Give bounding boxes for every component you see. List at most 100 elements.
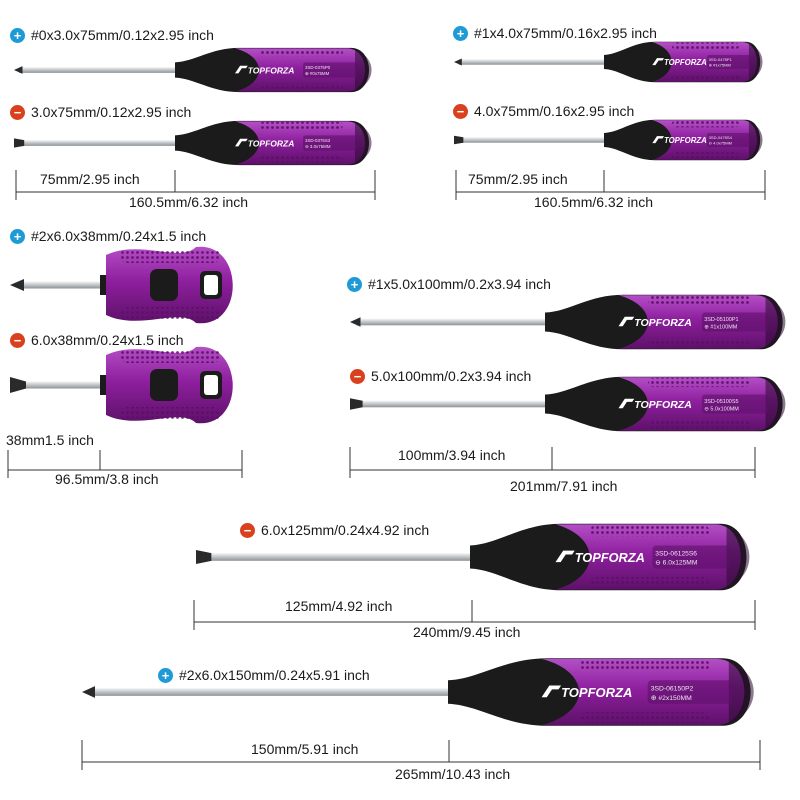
handle-purple-body <box>555 524 741 590</box>
dim-shaft-g3: 38mm1.5 inch <box>6 432 94 448</box>
model-marking: 3SD-0475P1⊕ #1x75MM <box>707 54 751 70</box>
item-label-ph1-100: + #1x5.0x100mm/0.2x3.94 inch <box>347 276 551 292</box>
dim-shaft-g1: 75mm/2.95 inch <box>40 171 140 187</box>
slotted-tip <box>454 135 464 145</box>
phillips-screwdriver: TOPFORZA 3SD-0375P0⊕ #0x75MM <box>14 47 372 93</box>
handle-purple-body <box>652 42 757 82</box>
dim-total-g6: 265mm/10.43 inch <box>395 766 511 782</box>
dimension-line-group-3 <box>7 450 243 478</box>
spec-text: 6.0x38mm/0.24x1.5 inch <box>31 332 184 348</box>
phillips-tip <box>14 66 23 74</box>
brand-logo: TOPFORZA <box>235 65 294 75</box>
brand-logo: TOPFORZA <box>652 58 707 67</box>
handle-end-cap <box>748 43 763 81</box>
brand-logo: TOPFORZA <box>652 136 707 145</box>
item-label-sl5-100: − 5.0x100mm/0.2x3.94 inch <box>350 368 531 384</box>
marking-plate <box>707 132 751 148</box>
handle-end-cap <box>726 527 750 587</box>
grip-texture <box>671 42 740 50</box>
item-label-ph0-75: + #0x3.0x75mm/0.12x2.95 inch <box>10 27 214 43</box>
spec-text: #0x3.0x75mm/0.12x2.95 inch <box>31 27 214 43</box>
handle-end-cap <box>728 661 754 723</box>
marking-plate <box>707 54 751 70</box>
handle-end-cap <box>765 379 786 429</box>
handle-window <box>150 369 178 401</box>
grip-texture <box>120 249 220 263</box>
spec-text: 4.0x75mm/0.16x2.95 inch <box>474 103 635 119</box>
brand-wordmark: TOPFORZA <box>634 399 692 411</box>
grip-texture <box>589 525 710 537</box>
size-marking: ⊖ 4.0x75MM <box>709 141 733 146</box>
brand-mark-icon <box>618 398 635 409</box>
grip-texture <box>259 48 343 57</box>
grip-texture <box>120 407 220 421</box>
marking-plate <box>652 545 730 569</box>
slotted-tip <box>350 398 363 410</box>
slotted-badge-icon: − <box>240 522 255 538</box>
stubby-phillips-screwdriver <box>10 246 233 324</box>
handle-purple-body <box>618 295 778 349</box>
size-marking: ⊕ #1x75MM <box>709 63 732 68</box>
brand-wordmark: TOPFORZA <box>575 550 645 565</box>
grip-texture <box>671 74 740 82</box>
marking-plate <box>647 680 732 704</box>
item-label-ph1-75: + #1x4.0x75mm/0.16x2.95 inch <box>453 25 657 41</box>
model-marking: 3SD-05100P1⊕ #1x100MM <box>701 312 768 332</box>
brand-wordmark: TOPFORZA <box>664 136 707 145</box>
spec-text: #2x6.0x150mm/0.24x5.91 inch <box>179 667 370 683</box>
brand-wordmark: TOPFORZA <box>248 65 295 75</box>
model-marking: 3SD-0375P0⊕ #0x75MM <box>303 62 357 78</box>
slotted-tip <box>14 138 25 148</box>
slotted-badge-icon: − <box>453 103 468 119</box>
brand-wordmark: TOPFORZA <box>664 58 707 67</box>
model-code: 3SD-05100S5 <box>704 399 738 405</box>
size-marking: ⊖ 6.0x125MM <box>655 560 697 567</box>
brand-mark-icon <box>618 316 635 327</box>
handle-end-cap <box>355 123 372 163</box>
slotted-badge-icon: − <box>10 104 25 120</box>
phillips-badge-icon: + <box>453 25 468 41</box>
shaft <box>18 381 108 389</box>
shaft <box>458 137 609 143</box>
spec-text: #2x6.0x38mm/0.24x1.5 inch <box>31 228 207 244</box>
brand-mark-icon <box>235 138 248 147</box>
handle-window-inner <box>204 275 218 295</box>
handle-purple-body <box>235 121 365 165</box>
grip-texture <box>647 338 751 348</box>
handle-purple-body <box>652 120 757 160</box>
item-label-sl3-75: − 3.0x75mm/0.12x2.95 inch <box>10 104 191 120</box>
size-marking: ⊕ #1x100MM <box>704 324 738 330</box>
marking-plate <box>303 135 357 151</box>
handle-end-cap <box>355 50 372 90</box>
grip-texture <box>647 295 751 306</box>
slotted-badge-icon: − <box>10 332 25 348</box>
slotted-tip <box>10 377 26 393</box>
phillips-badge-icon: + <box>10 228 25 244</box>
model-code: 3SD-0375S3 <box>305 138 331 143</box>
dimension-line-group-1 <box>15 170 376 200</box>
dim-total-g1: 160.5mm/6.32 inch <box>129 194 249 210</box>
grip-texture <box>579 712 711 724</box>
dimension-line-group-2 <box>455 170 766 200</box>
shaft <box>19 67 181 73</box>
grip-texture <box>647 420 751 430</box>
grip-texture <box>647 377 751 388</box>
shaft <box>458 59 609 65</box>
slotted-badge-icon: − <box>350 368 365 384</box>
phillips-tip <box>82 686 95 698</box>
spec-text: 5.0x100mm/0.2x3.94 inch <box>371 368 532 384</box>
handle-purple-body <box>541 658 745 726</box>
dim-total-g3: 96.5mm/3.8 inch <box>55 471 159 487</box>
handle-purple-body <box>618 377 778 431</box>
item-label-ph2-38: + #2x6.0x38mm/0.24x1.5 inch <box>10 228 206 244</box>
item-label-sl4-75: − 4.0x75mm/0.16x2.95 inch <box>453 103 634 119</box>
spec-text: #1x5.0x100mm/0.2x3.94 inch <box>368 276 551 292</box>
grip-texture <box>259 83 343 91</box>
marking-plate <box>701 394 768 414</box>
